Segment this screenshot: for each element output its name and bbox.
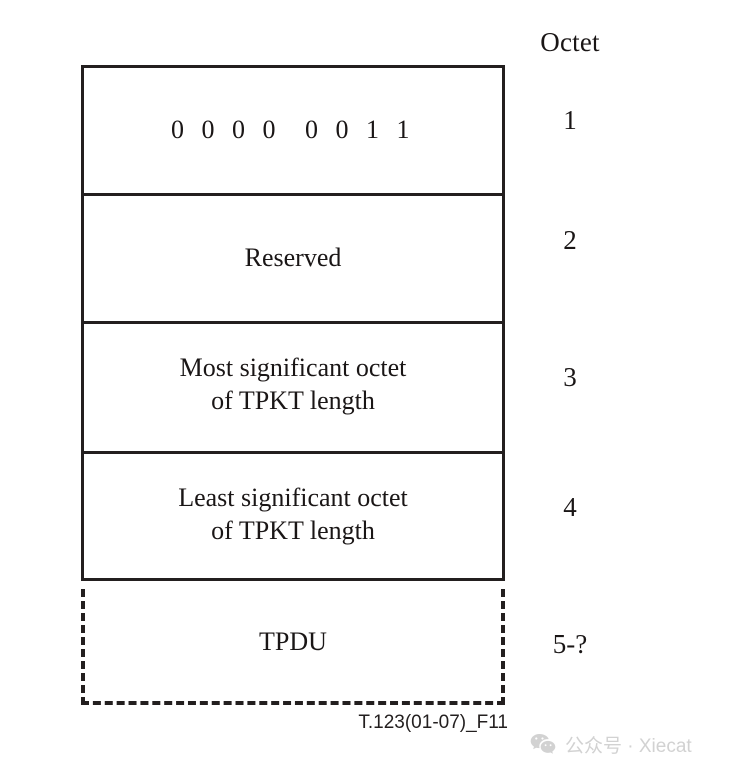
- octet-number-2: 2: [563, 225, 577, 255]
- octet-number-4: 4: [563, 492, 577, 522]
- packet-field-label-msb: Most significant octet of TPKT length: [84, 351, 502, 417]
- packet-field-row-4: Least significant octet of TPKT length: [81, 451, 505, 581]
- packet-field-label-reserved: Reserved: [244, 243, 342, 272]
- octet-column-header: Octet: [540, 27, 600, 57]
- packet-field-row-2: Reserved: [81, 193, 505, 321]
- figure-caption: T.123(01-07)_F11: [358, 712, 508, 733]
- octet-number-5: 5-?: [552, 629, 588, 659]
- packet-field-label-lsb-line2: of TPKT length: [211, 516, 375, 545]
- packet-field-row-5: TPDU: [81, 589, 505, 705]
- packet-field-label-lsb-line1: Least significant octet: [178, 483, 408, 512]
- octet-number-3: 3: [563, 362, 577, 392]
- wechat-logo-icon: [530, 733, 556, 761]
- packet-field-label-lsb: Least significant octet of TPKT length: [84, 481, 502, 547]
- tpkt-packet-diagram: 0 0 0 0 0 0 1 1 Reserved Most significan…: [81, 65, 505, 705]
- packet-field-label-tpdu: TPDU: [259, 627, 327, 656]
- packet-field-label-msb-line1: Most significant octet: [179, 353, 407, 382]
- packet-field-row-3: Most significant octet of TPKT length: [81, 321, 505, 451]
- packet-field-row-1: 0 0 0 0 0 0 1 1: [81, 65, 505, 193]
- packet-field-label-msb-line2: of TPKT length: [211, 386, 375, 415]
- watermark: 公众号 · Xiecat: [530, 733, 692, 761]
- packet-field-label-version: 0 0 0 0 0 0 1 1: [171, 115, 415, 144]
- watermark-text: 公众号 · Xiecat: [565, 736, 692, 757]
- octet-number-1: 1: [563, 105, 577, 135]
